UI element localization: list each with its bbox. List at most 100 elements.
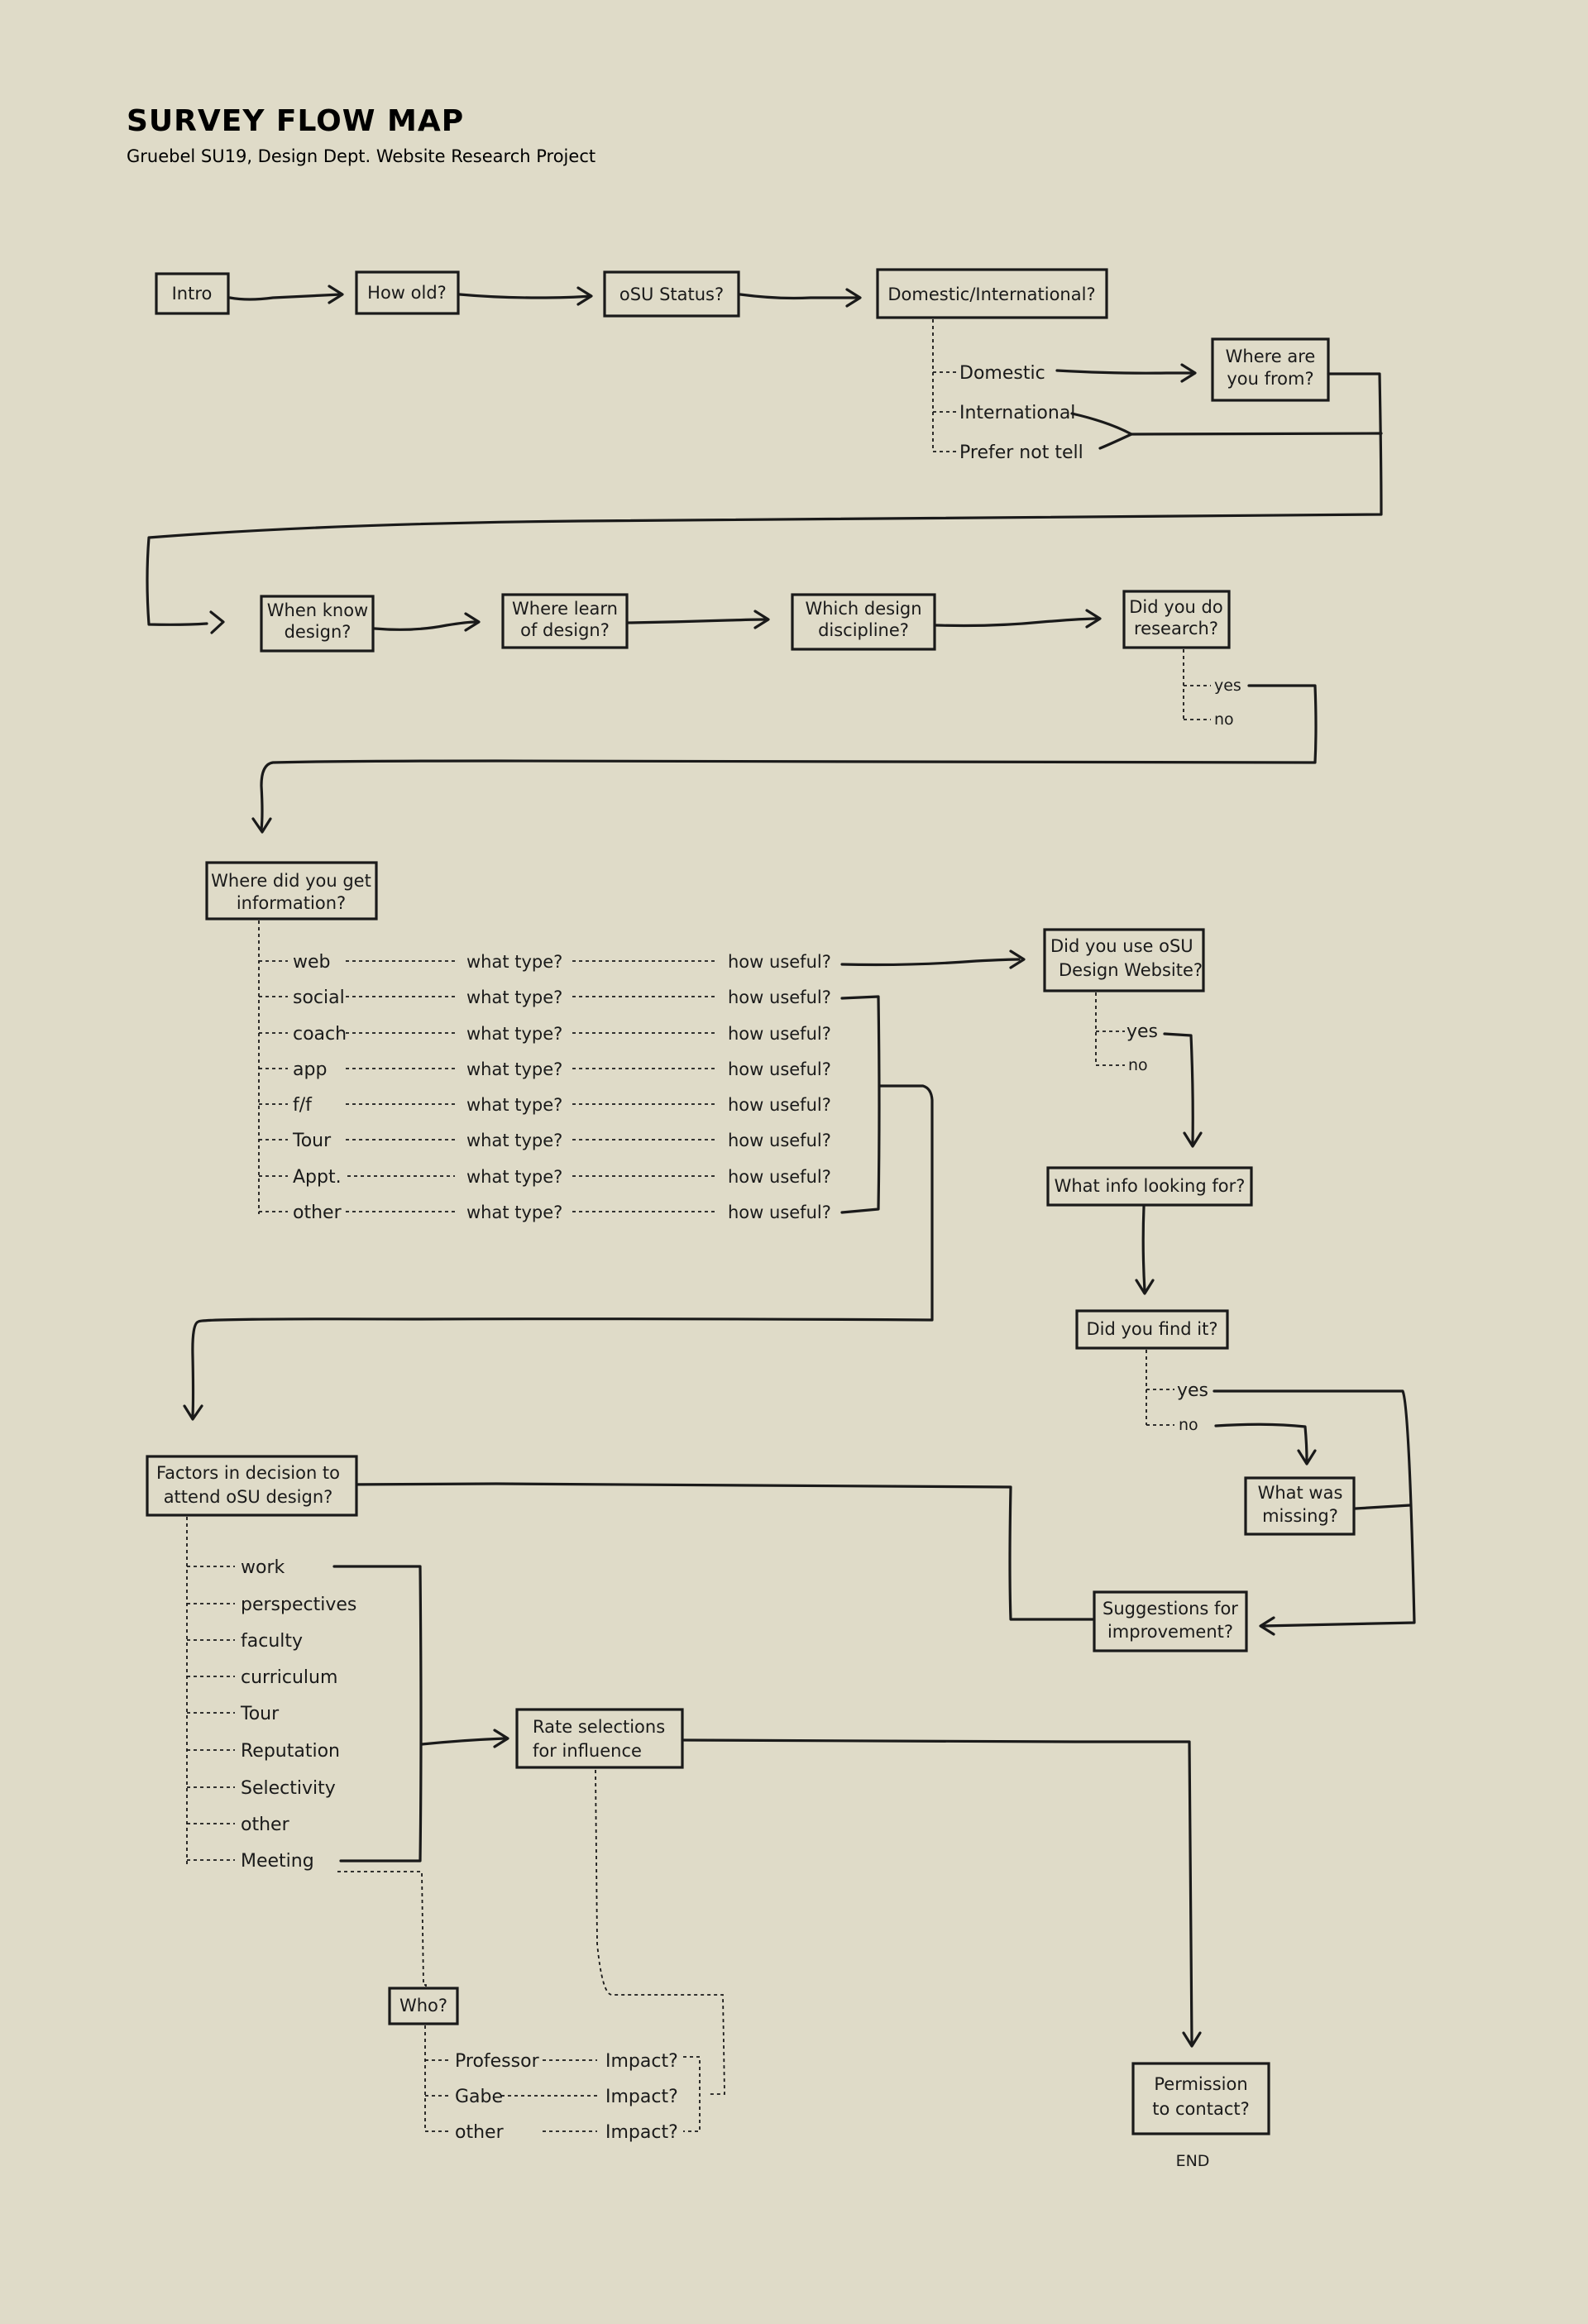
who-label: Gabe xyxy=(455,2087,503,2107)
connector-intro-how-old xyxy=(228,293,342,301)
connector-web-osu-site xyxy=(840,958,1021,967)
node-permission-line2: to contact? xyxy=(1152,2099,1250,2119)
source-type-label: what type? xyxy=(466,1167,562,1187)
node-suggestions-line1: Suggestions for xyxy=(1103,1599,1238,1619)
connector-discipline-research xyxy=(935,617,1098,628)
source-useful-label: how useful? xyxy=(728,987,831,1007)
node-where-from-line1: Where are xyxy=(1226,347,1316,366)
factors-merge-bracket xyxy=(332,1565,423,1863)
page-subtitle: Gruebel SU19, Design Dept. Website Resea… xyxy=(127,146,596,166)
connector-sources-factors xyxy=(191,1084,934,1418)
connector-learn-discipline xyxy=(627,618,767,624)
node-what-info-label: What info looking for? xyxy=(1055,1176,1246,1196)
node-when-know-line1: When know xyxy=(267,600,368,620)
option-international: International xyxy=(959,403,1075,423)
source-useful-label: how useful? xyxy=(728,1024,831,1044)
node-find-it-label: Did you find it? xyxy=(1086,1319,1217,1339)
arrowhead-domestic-where-from xyxy=(1180,363,1197,383)
info-sources-list: web what type? how useful? social what type?… xyxy=(259,952,831,1223)
impact-label: Impact? xyxy=(605,2051,678,2072)
node-rate-line1: Rate selections xyxy=(533,1717,665,1737)
node-permission-line1: Permission xyxy=(1154,2074,1247,2094)
source-label: social xyxy=(293,987,345,1008)
node-when-know-line2: design? xyxy=(285,622,352,642)
arrowhead-discipline-research xyxy=(1085,609,1102,629)
node-how-old: How old? xyxy=(355,270,460,315)
factor-label: work xyxy=(241,1557,285,1578)
who-label: other xyxy=(455,2122,505,2143)
arrowhead-osu-site xyxy=(1009,949,1026,969)
connector-suggestions-factors xyxy=(341,1482,1094,1621)
arrowhead-what-info xyxy=(1183,1131,1203,1148)
node-where-from-line2: you from? xyxy=(1227,369,1313,389)
node-intro-label: Intro xyxy=(172,284,213,304)
connector-rate-permission xyxy=(682,1738,1193,2044)
source-label: other xyxy=(293,1203,342,1223)
source-label: Tour xyxy=(292,1131,332,1151)
arrowhead-find-it xyxy=(1135,1279,1155,1295)
node-factors-line2: attend oSU design? xyxy=(164,1487,333,1507)
arrowhead-permission xyxy=(1182,2031,1202,2048)
source-label: Appt. xyxy=(293,1167,342,1188)
node-how-old-label: How old? xyxy=(367,283,447,303)
node-rate-line2: for influence xyxy=(533,1741,642,1761)
found-dotted-bracket xyxy=(1146,1350,1174,1426)
source-label: app xyxy=(293,1059,327,1080)
source-type-label: what type? xyxy=(466,987,562,1007)
impact-dotted-bracket xyxy=(683,2056,701,2132)
factor-label: Reputation xyxy=(241,1741,340,1762)
node-where-learn-line2: of design? xyxy=(520,620,610,640)
rate-impact-dotted-link xyxy=(595,1769,725,2095)
node-where-learn: Where learn of design? xyxy=(501,593,629,649)
website-dotted-bracket xyxy=(1095,992,1125,1066)
connector-info-find xyxy=(1141,1205,1146,1293)
connector-row1-row2 xyxy=(146,372,1383,626)
node-osu-site-line2: Design Website? xyxy=(1059,960,1203,980)
node-osu-site-line1: Did you use oSU xyxy=(1050,936,1193,956)
node-domestic-international-label: Domestic/International? xyxy=(887,285,1095,304)
node-which-discipline-line2: discipline? xyxy=(818,620,909,640)
option-website-yes: yes xyxy=(1126,1021,1158,1042)
arrowhead-where-info xyxy=(251,817,272,834)
merge-line xyxy=(1130,432,1383,436)
node-who-label: Who? xyxy=(399,1996,447,2016)
node-where-info-line2: information? xyxy=(237,893,346,913)
node-did-research: Did you do research? xyxy=(1122,590,1231,649)
source-type-label: what type? xyxy=(466,1059,562,1079)
source-useful-label: how useful? xyxy=(728,1131,831,1150)
factor-label: faculty xyxy=(241,1631,303,1652)
factor-label: perspectives xyxy=(241,1595,356,1615)
option-found-yes: yes xyxy=(1177,1380,1208,1401)
meeting-who-dotted-link xyxy=(337,1871,427,1987)
who-label: Professor xyxy=(455,2051,540,2072)
source-useful-label: how useful? xyxy=(728,1203,831,1222)
node-domestic-international: Domestic/International? xyxy=(876,268,1108,319)
factor-label: other xyxy=(241,1815,290,1835)
connector-missing-merge xyxy=(1354,1504,1412,1510)
node-when-know: When know design? xyxy=(260,595,375,653)
node-did-research-line1: Did you do xyxy=(1129,597,1222,617)
option-research-yes: yes xyxy=(1214,677,1241,695)
node-where-info: Where did you get information? xyxy=(205,861,378,921)
source-label: web xyxy=(293,952,331,973)
node-rate: Rate selections for influence xyxy=(515,1708,684,1769)
source-useful-label: how useful? xyxy=(728,1059,831,1079)
arrowhead-intro-how-old xyxy=(328,285,344,304)
source-type-label: what type? xyxy=(466,1024,562,1044)
source-useful-label: how useful? xyxy=(728,1095,831,1115)
node-factors-line1: Factors in decision to xyxy=(156,1463,340,1483)
node-factors: Factors in decision to attend oSU design… xyxy=(146,1455,358,1517)
end-label: END xyxy=(1176,2152,1210,2170)
impact-label: Impact? xyxy=(605,2087,678,2107)
connector-yes-suggestions xyxy=(1213,1389,1416,1628)
factor-label: Meeting xyxy=(241,1851,314,1872)
arrowhead-factors xyxy=(183,1404,203,1421)
node-who: Who? xyxy=(388,1987,459,2025)
arrowhead-row2-entry xyxy=(209,610,225,634)
connector-when-where-learn xyxy=(373,620,477,631)
node-what-info: What info looking for? xyxy=(1046,1166,1253,1207)
research-dotted-bracket xyxy=(1183,649,1211,720)
source-useful-label: how useful? xyxy=(728,1167,831,1187)
